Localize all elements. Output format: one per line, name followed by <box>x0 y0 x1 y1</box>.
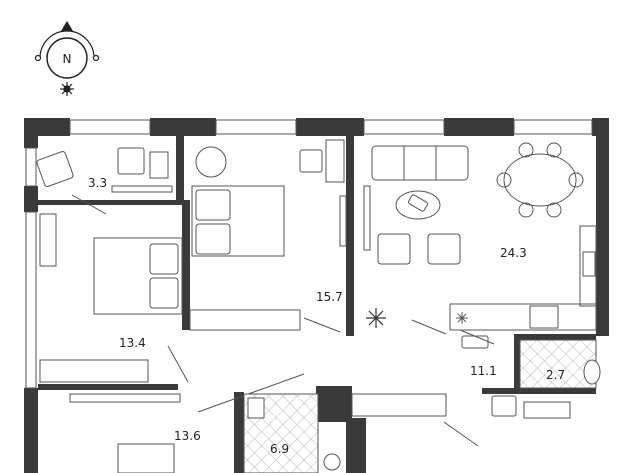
north-arrow-icon <box>61 21 73 31</box>
hallway-furniture <box>69 329 571 473</box>
compass-ring <box>46 37 88 79</box>
walls <box>24 118 609 473</box>
area-label-living-kitchen: 24.3 <box>500 246 527 260</box>
plant-icon <box>366 308 386 328</box>
area-label-room-bottom: 13.6 <box>174 429 201 443</box>
balcony-furniture <box>36 147 173 215</box>
area-label-bedroom: 15.7 <box>316 290 343 304</box>
compass: N <box>34 21 100 96</box>
area-label-wc: 2.7 <box>546 368 565 382</box>
wet-rooms <box>243 339 601 473</box>
area-label-bedroom-2: 13.4 <box>119 336 146 350</box>
area-labels: 3.3 15.7 24.3 13.4 11.1 2.7 13.6 6.9 <box>88 176 565 456</box>
snowflake-icon <box>456 312 468 324</box>
bedroom-furniture <box>189 139 347 333</box>
area-label-balcony: 3.3 <box>88 176 107 190</box>
bedroom-2-furniture <box>39 213 189 383</box>
windows <box>25 119 593 389</box>
area-label-hallway: 11.1 <box>470 364 497 378</box>
area-label-bathroom: 6.9 <box>270 442 289 456</box>
compass-letter: N <box>63 52 72 66</box>
living-kitchen-furniture <box>363 142 597 335</box>
sun-icon <box>60 82 74 96</box>
